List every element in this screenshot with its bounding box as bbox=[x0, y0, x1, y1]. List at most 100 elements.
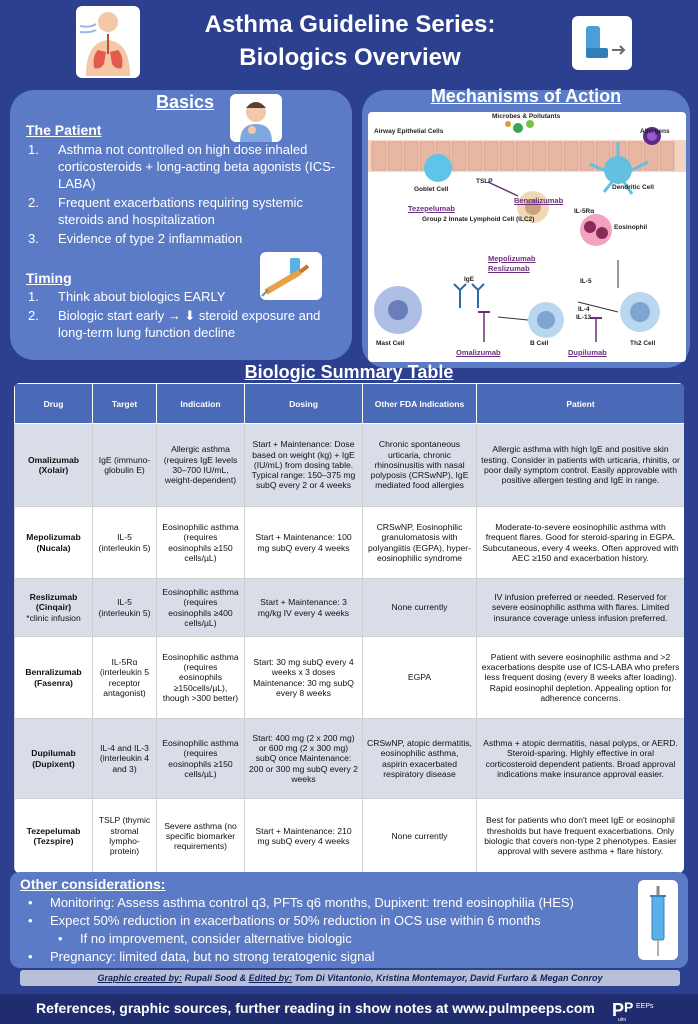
other-indications-cell: CRSwNP, atopic dermatitis, eosinophilic … bbox=[362, 718, 477, 799]
drug-cell: Dupilumab (Dupixent) bbox=[14, 718, 93, 799]
dosing-cell: Start + Maintenance: Dose based on weigh… bbox=[244, 423, 363, 507]
table-row: Tezepelumab (Tezspire) TSLP (thymic stro… bbox=[14, 798, 684, 873]
patient-cell: Asthma + atopic dermatitis, nasal polyps… bbox=[476, 718, 684, 799]
patient-cell: Patient with severe eosinophilic asthma … bbox=[476, 636, 684, 719]
indication-cell: Eosinophilic asthma (requires eosinophil… bbox=[156, 636, 245, 719]
list-item: 2.Frequent exacerbations requiring syste… bbox=[28, 195, 303, 227]
syringe-icon bbox=[638, 880, 678, 960]
timing-section-title: Timing bbox=[26, 270, 72, 286]
summary-table: Drug Target Indication Dosing Other FDA … bbox=[14, 383, 684, 873]
patient-section-title: The Patient bbox=[26, 122, 102, 138]
credits-bar: Graphic created by: Rupali Sood & Edited… bbox=[20, 970, 680, 986]
lungs-person-icon bbox=[76, 6, 140, 78]
target-cell: IL-4 and IL-3 (interleukin 4 and 3) bbox=[92, 718, 157, 799]
target-cell: IgE (immuno-globulin E) bbox=[92, 423, 157, 507]
label-th2: Th2 Cell bbox=[630, 340, 656, 347]
patient-icon bbox=[230, 94, 282, 142]
svg-text:P: P bbox=[624, 999, 633, 1015]
svg-text:EEPs: EEPs bbox=[636, 1003, 654, 1010]
drug-tezepelumab: Tezepelumab bbox=[408, 204, 455, 213]
drug-cell: Reslizumab (Cinqair) *clinic infusion bbox=[14, 578, 93, 637]
drug-cell: Mepolizumab (Nucala) bbox=[14, 506, 93, 579]
table-row: Omalizumab (Xolair) IgE (immuno-globulin… bbox=[14, 423, 684, 507]
list-item: 3.Evidence of type 2 inflammation bbox=[28, 231, 243, 246]
label-ilc2: Group 2 Innate Lymphoid Cell (ILC2) bbox=[422, 216, 535, 223]
indication-cell: Eosinophilic asthma (requires eosinophil… bbox=[156, 718, 245, 799]
column-header: Target bbox=[92, 383, 157, 424]
other-indications-cell: CRSwNP, Eosinophilic granulomatosis with… bbox=[362, 506, 477, 579]
mechanisms-title: Mechanisms of Action bbox=[430, 86, 622, 106]
dosing-cell: Start: 30 mg subQ every 4 weeks x 3 dose… bbox=[244, 636, 363, 719]
target-cell: TSLP (thymic stromal lympho-protein) bbox=[92, 798, 157, 873]
drug-cell: Benralizumab (Fasenra) bbox=[14, 636, 93, 719]
indication-cell: Eosinophilic asthma (requires eosinophil… bbox=[156, 506, 245, 579]
table-row: Reslizumab (Cinqair) *clinic infusion IL… bbox=[14, 578, 684, 637]
label-allergens: Allergens bbox=[640, 128, 670, 135]
basics-panel: Basics The Patient 1.Asthma not controll… bbox=[10, 90, 352, 360]
summary-title: Biologic Summary Table bbox=[244, 362, 454, 382]
patient-cell: Moderate-to-severe eosinophilic asthma w… bbox=[476, 506, 684, 579]
mechanisms-diagram: Microbes & Pollutants Airway Epithelial … bbox=[368, 112, 686, 362]
list-item: 1.Asthma not controlled on high dose inh… bbox=[28, 142, 336, 191]
drug-mepolizumab: Mepolizumab bbox=[488, 254, 536, 263]
label-microbes: Microbes & Pollutants bbox=[492, 113, 561, 120]
target-cell: IL-5 (interleukin 5) bbox=[92, 578, 157, 637]
footer: References, graphic sources, further rea… bbox=[0, 994, 698, 1024]
target-cell: IL-5Rα (interleukin 5 receptor antagonis… bbox=[92, 636, 157, 719]
drug-dupilumab: Dupilumab bbox=[568, 348, 607, 357]
target-cell: IL-5 (interleukin 5) bbox=[92, 506, 157, 579]
table-row: Mepolizumab (Nucala) IL-5 (interleukin 5… bbox=[14, 506, 684, 579]
patient-cell: Best for patients who don't meet IgE or … bbox=[476, 798, 684, 873]
column-header: Other FDA Indications bbox=[362, 383, 477, 424]
drug-cell: Tezepelumab (Tezspire) bbox=[14, 798, 93, 873]
column-header: Drug bbox=[14, 383, 93, 424]
table-row: Benralizumab (Fasenra) IL-5Rα (interleuk… bbox=[14, 636, 684, 719]
inhaler-icon bbox=[572, 16, 632, 70]
table-row: Dupilumab (Dupixent) IL-4 and IL-3 (inte… bbox=[14, 718, 684, 799]
title-line-1: Asthma Guideline Series: bbox=[204, 11, 496, 38]
drug-omalizumab: Omalizumab bbox=[456, 348, 501, 357]
list-item: Pregnancy: limited data, but no strong t… bbox=[28, 948, 574, 966]
syringe-icon bbox=[260, 252, 322, 300]
footer-text: References, graphic sources, further rea… bbox=[36, 1000, 595, 1016]
label-goblet: Goblet Cell bbox=[414, 186, 449, 193]
label-epithelial: Airway Epithelial Cells bbox=[374, 128, 444, 135]
drug-reslizumab: Reslizumab bbox=[488, 264, 530, 273]
list-item: Expect 50% reduction in exacerbations or… bbox=[28, 912, 574, 930]
indication-cell: Allergic asthma (requires IgE levels 30–… bbox=[156, 423, 245, 507]
column-header: Patient bbox=[476, 383, 684, 424]
label-ige: IgE bbox=[464, 276, 475, 283]
column-header: Dosing bbox=[244, 383, 363, 424]
label-mast: Mast Cell bbox=[376, 340, 405, 347]
list-item: 2.Biologic start early → ⬇ steroid expos… bbox=[28, 308, 321, 340]
biologics-table: Drug Target Indication Dosing Other FDA … bbox=[14, 383, 684, 873]
patient-cell: IV infusion preferred or needed. Reserve… bbox=[476, 578, 684, 637]
basics-title: Basics bbox=[155, 92, 215, 112]
list-item: 1.Think about biologics EARLY bbox=[28, 289, 226, 304]
title-line-2: Biologics Overview bbox=[239, 44, 461, 71]
drug-cell: Omalizumab (Xolair) bbox=[14, 423, 93, 507]
pulmpeeps-logo: P P EEPs ulm bbox=[610, 994, 670, 1023]
credits-created-name: Rupali Sood bbox=[184, 973, 238, 983]
drug-note: *clinic infusion bbox=[26, 612, 81, 623]
dosing-cell: Start: 400 mg (2 x 200 mg) or 600 mg (2 … bbox=[244, 718, 363, 799]
patient-list: 1.Asthma not controlled on high dose inh… bbox=[28, 141, 338, 249]
credits-edited-label: Edited by: bbox=[248, 973, 293, 983]
drug-name: Reslizumab (Cinqair) bbox=[29, 592, 78, 613]
other-indications-cell: None currently bbox=[362, 798, 477, 873]
list-item: If no improvement, consider alternative … bbox=[28, 930, 574, 948]
label-dendritic: Dendritic Cell bbox=[612, 184, 654, 191]
label-il13: IL-13 bbox=[576, 314, 592, 321]
label-tslp: TSLP bbox=[476, 178, 493, 185]
dosing-cell: Start + Maintenance: 3 mg/kg IV every 4 … bbox=[244, 578, 363, 637]
list-item: Monitoring: Assess asthma control q3, PF… bbox=[28, 894, 574, 912]
label-il5: IL-5 bbox=[580, 278, 592, 285]
svg-text:ulm: ulm bbox=[618, 1017, 626, 1022]
other-indications-cell: None currently bbox=[362, 578, 477, 637]
other-indications-cell: Chronic spontaneous urticaria, chronic r… bbox=[362, 423, 477, 507]
timing-list: 1.Think about biologics EARLY 2.Biologic… bbox=[28, 288, 328, 343]
credits-edited-names: Tom Di Vitantonio, Kristina Montemayor, … bbox=[294, 973, 603, 983]
page-title: Asthma Guideline Series: Biologics Overv… bbox=[150, 8, 550, 74]
drug-benralizumab: Benralizumab bbox=[514, 196, 564, 205]
